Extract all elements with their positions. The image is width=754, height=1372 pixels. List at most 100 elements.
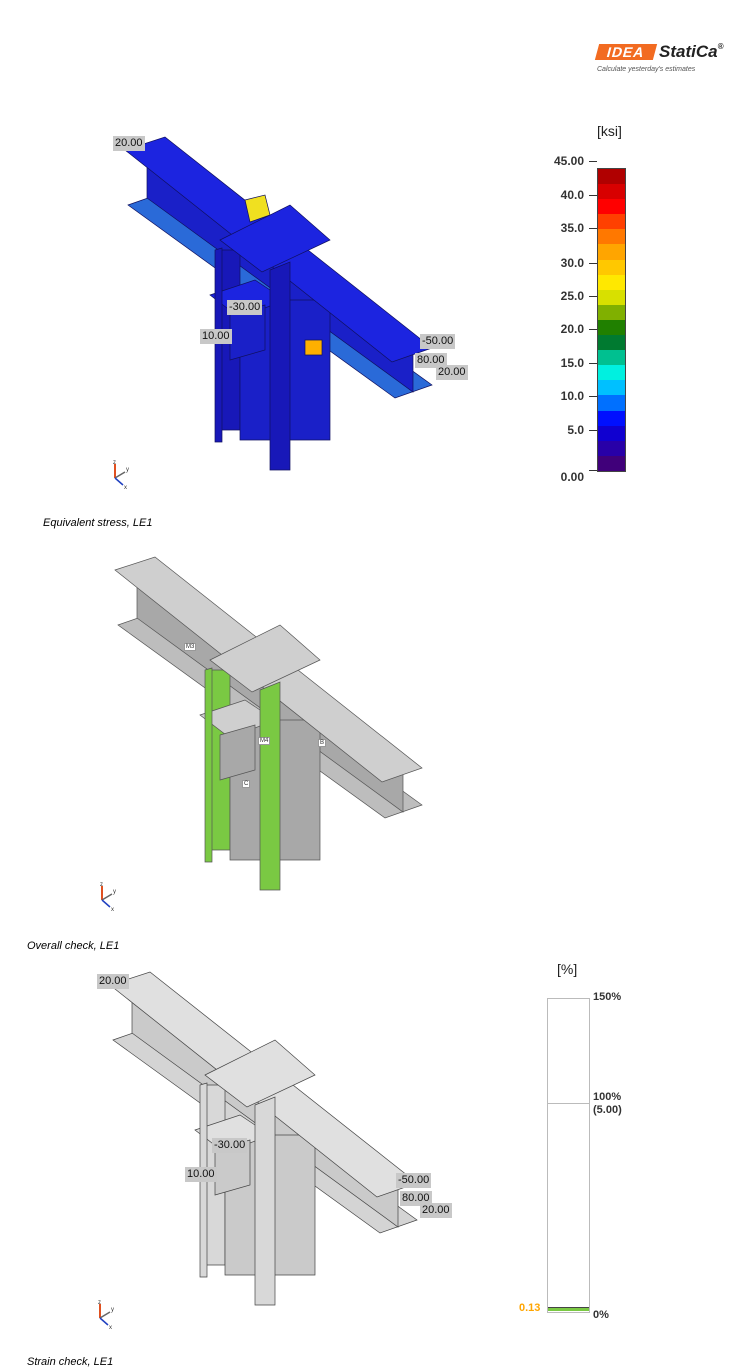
scale-tick (589, 470, 597, 471)
member-label: C (242, 780, 251, 788)
figure-caption: Strain check, LE1 (27, 1356, 114, 1368)
logo-reg: ® (717, 42, 724, 51)
axes-triad-svg: z y x (100, 882, 116, 912)
scale-tick (589, 430, 597, 431)
color-band (598, 455, 625, 471)
color-band (598, 425, 625, 441)
scale-tick (589, 329, 597, 330)
load-label: 20.00 (113, 136, 145, 151)
color-band (598, 259, 625, 275)
scale-tick-label: 20.0 (560, 322, 584, 336)
scale-zero-label: 0% (593, 1309, 609, 1321)
color-band (598, 365, 625, 381)
load-label: 10.00 (200, 329, 232, 344)
scale-tick (589, 228, 597, 229)
color-band (598, 244, 625, 260)
load-label: 20.00 (97, 974, 129, 989)
svg-text:x: x (111, 907, 114, 912)
member-label: B (318, 739, 327, 747)
equivalent-stress-figure: 20.00 -30.00 10.00 -50.00 80.00 20.00 z y… (0, 0, 520, 540)
scale-limit-value: (5.00) (593, 1104, 622, 1116)
secondary-beam-web (219, 724, 256, 781)
scale-tick (589, 396, 597, 397)
color-band (598, 395, 625, 411)
load-label: -50.00 (396, 1173, 432, 1188)
overall-check-figure: M3 M4 B C z y x Overall check, LE1 (0, 430, 520, 960)
stress-model (124, 136, 433, 471)
current-strain-value: 0.13 (519, 1302, 541, 1314)
load-label: 10.00 (185, 1167, 217, 1182)
scale-tick (589, 263, 597, 264)
overall-check-model (114, 556, 423, 891)
color-band (598, 229, 625, 245)
strain-model (109, 971, 418, 1306)
svg-text:z: z (100, 882, 103, 888)
scale-tick-label: 45.00 (553, 154, 584, 168)
axes-triad-svg: zyx (98, 1300, 114, 1330)
figure-caption: Equivalent stress, LE1 (43, 517, 153, 529)
limit-line (548, 1103, 589, 1104)
color-band (598, 350, 625, 366)
column-flange-front (254, 1096, 276, 1306)
logo-mark: IDEA (594, 44, 658, 60)
column-flange-front (269, 261, 291, 471)
load-label: -30.00 (227, 300, 263, 315)
scale-tick (589, 363, 597, 364)
color-band (598, 304, 625, 320)
color-band (598, 184, 625, 200)
scale-tick-label: 0.00 (560, 470, 584, 484)
logo-name: StatiCa (659, 42, 718, 61)
color-band (598, 440, 625, 456)
color-band (598, 199, 625, 215)
scale-tick-label: 25.0 (560, 289, 584, 303)
scale-tick (589, 195, 597, 196)
strain-fill (548, 1307, 589, 1311)
color-band (598, 169, 625, 185)
column-cap-plate (219, 204, 331, 273)
scale-tick (589, 296, 597, 297)
load-label: 20.00 (420, 1203, 452, 1218)
load-label: -30.00 (212, 1138, 248, 1153)
color-band (598, 274, 625, 290)
load-label: -50.00 (420, 334, 456, 349)
svg-text:z: z (98, 1300, 101, 1306)
color-band (598, 380, 625, 396)
logo-tagline: Calculate yesterday's estimates (597, 66, 696, 73)
end-plate-left (204, 667, 213, 863)
member-label: M3 (184, 643, 197, 651)
color-band (598, 319, 625, 336)
scale-max-label: 150% (593, 991, 622, 1003)
member-label: M4 (258, 737, 271, 745)
scale-tick-label: 30.0 (560, 256, 584, 270)
axes-triad-svg: z y x (113, 460, 129, 490)
column-cap-plate (204, 1039, 316, 1108)
stress-hotspot (244, 194, 271, 223)
svg-text:y: y (111, 1307, 114, 1313)
scale-tick-label: 5.0 (567, 423, 584, 437)
legend-unit: [%] (557, 961, 578, 977)
column-cap-plate (209, 624, 321, 693)
column-flange-front (259, 681, 281, 891)
strain-scale-bar (547, 998, 590, 1313)
scale-tick (589, 161, 597, 162)
svg-text:z: z (113, 460, 116, 466)
load-label: 80.00 (415, 353, 447, 368)
figure-caption: Overall check, LE1 (27, 940, 120, 952)
color-band (598, 214, 625, 230)
scale-tick-label: 35.0 (560, 221, 584, 235)
load-label: 20.00 (436, 365, 468, 380)
scale-tick-label: 10.0 (560, 389, 584, 403)
color-band (598, 335, 625, 351)
color-scale-bar (597, 168, 626, 472)
svg-text:y: y (113, 889, 116, 895)
color-band (598, 289, 625, 305)
svg-text:x: x (124, 485, 127, 490)
svg-text:y: y (126, 467, 129, 473)
scale-limit-label: 100% (593, 1091, 622, 1103)
idea-statica-logo: IDEA StatiCa® Calculate yesterday's esti… (594, 42, 737, 76)
scale-tick-label: 15.0 (560, 356, 584, 370)
legend-unit: [ksi] (597, 123, 622, 139)
scale-tick-label: 40.0 (560, 188, 584, 202)
end-plate-left (214, 247, 223, 443)
